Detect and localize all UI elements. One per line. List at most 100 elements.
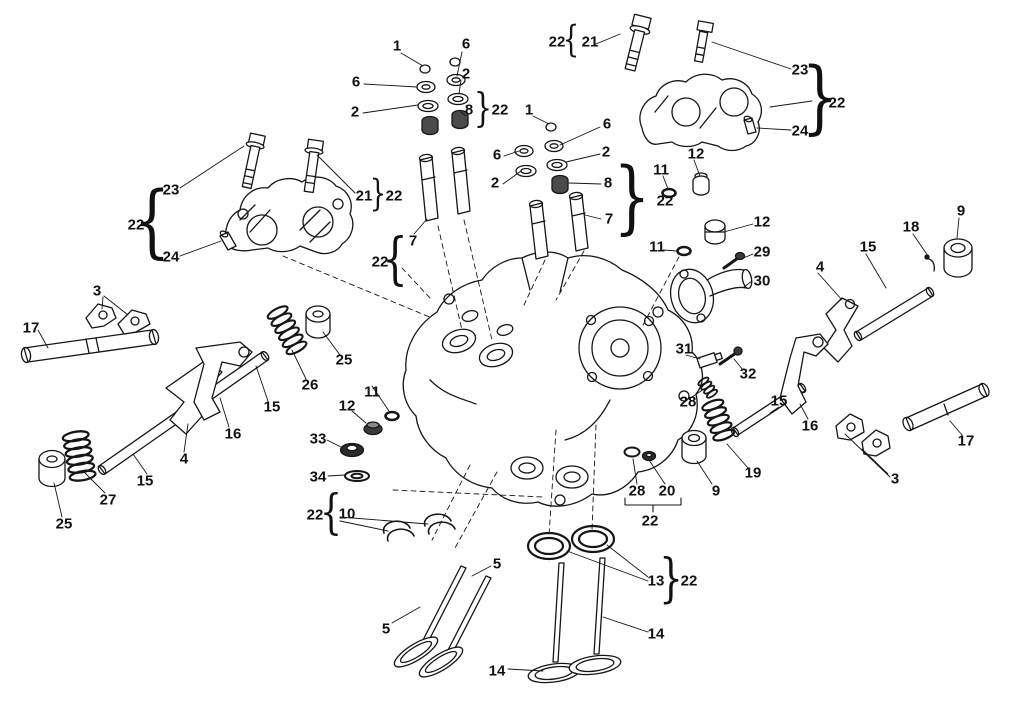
callout-label: 2: [461, 65, 471, 83]
valve-guides-left: [418, 146, 471, 222]
callout-label: 2: [601, 143, 611, 161]
grouping-brace: }: [659, 548, 683, 609]
coolant-flange-30: [669, 268, 753, 324]
screw-32: [718, 346, 743, 366]
cam-cap-bolt-21-left: [303, 138, 325, 194]
grouping-brace: }: [473, 85, 493, 132]
callout-label: 7: [408, 232, 418, 250]
callout-label: 9: [956, 202, 966, 220]
rocker-shaft-17-right: [902, 382, 990, 432]
cam-cap-bolt-21-right: [624, 13, 652, 72]
screw-29: [722, 251, 746, 270]
clip-18: [924, 254, 935, 272]
callout-label: 15: [859, 238, 877, 256]
grouping-brace: {: [562, 19, 580, 61]
callout-label: 16: [224, 425, 242, 443]
callout-label: 14: [647, 625, 665, 643]
callout-label: 4: [179, 450, 189, 468]
callout-label: 11: [364, 383, 380, 401]
callout-label: 22: [127, 216, 145, 234]
callout-label: 25: [335, 351, 353, 369]
cam-cap-bolt-23-left: [241, 132, 266, 190]
spring-19: [701, 398, 736, 442]
callout-label: 13: [647, 572, 665, 590]
spring-27: [61, 430, 97, 482]
closing-rocker-16-right: [779, 333, 829, 415]
plug-12-mid: [704, 219, 726, 245]
cam-cap-bolt-23-right: [693, 20, 715, 63]
callout-label: 14: [488, 662, 506, 680]
intake-valves-5: [393, 565, 492, 678]
callout-label: 3: [890, 470, 900, 488]
grouping-brace: }: [801, 49, 839, 143]
callout-label: 19: [744, 464, 762, 482]
cylinder-head-body: [402, 251, 703, 507]
callout-label: 28: [628, 482, 646, 500]
callout-label: 2: [490, 174, 500, 192]
tappet-9-upper: [943, 238, 973, 278]
callout-label: 29: [753, 243, 771, 261]
callout-label: 22: [548, 33, 566, 51]
callout-label: 27: [99, 491, 117, 509]
callout-label: 2: [350, 103, 360, 121]
callout-label: 12: [687, 145, 705, 163]
cam-cap-right: [624, 13, 763, 152]
callout-label: 15: [770, 392, 788, 410]
callout-label: 17: [957, 432, 975, 450]
sensor-31: [696, 352, 723, 369]
grouping-brace: }: [369, 173, 387, 215]
callout-label: 23: [162, 181, 180, 199]
valve-guides-right: [528, 191, 589, 260]
tappet-9-lower: [681, 429, 707, 465]
leader-lines: [37, 33, 963, 672]
callout-label: 6: [492, 146, 502, 164]
callout-label: 6: [461, 35, 471, 53]
locating-pin-left: [219, 230, 237, 251]
callout-label: 9: [711, 482, 721, 500]
grouping-brace: {: [133, 173, 171, 267]
cam-cap-left: [219, 132, 354, 255]
callout-label: 4: [815, 258, 825, 276]
opening-fork-4-right: [823, 297, 859, 363]
spring-28-upper: [697, 376, 719, 399]
callout-label: 22: [385, 187, 403, 205]
rocker-arms-3-right: [835, 413, 891, 457]
callout-label: 6: [602, 115, 612, 133]
callout-label: 30: [753, 272, 771, 290]
spring-cap-25-upper: [305, 305, 331, 339]
callout-label: 22: [680, 572, 698, 590]
callout-label: 22: [491, 101, 509, 119]
callout-label: 23: [791, 61, 809, 79]
callout-label: 24: [162, 248, 180, 266]
callout-label: 16: [801, 417, 819, 435]
callout-label: 22: [828, 94, 846, 112]
oring-11-mid: [676, 245, 692, 257]
spring-26: [266, 305, 308, 356]
callout-label: 18: [902, 218, 920, 236]
callout-label: 31: [675, 340, 693, 358]
grouping-brace: }: [613, 149, 651, 243]
callout-label: 8: [603, 174, 613, 192]
callout-label: 21: [581, 33, 599, 51]
washer-34: [344, 470, 370, 482]
callout-label: 22: [641, 512, 659, 530]
construction-lines: [282, 219, 681, 549]
callout-label: 11: [649, 238, 665, 256]
callout-label: 33: [309, 430, 327, 448]
oring-11-left: [384, 410, 400, 422]
rocker-shaft-17-left: [20, 328, 160, 364]
grouping-brace: {: [382, 226, 408, 292]
callout-label: 20: [658, 482, 676, 500]
callout-label: 11: [653, 161, 669, 179]
bracket-28-20: [624, 497, 682, 513]
callout-label: 10: [338, 505, 356, 523]
oring-11-top: [661, 187, 677, 199]
plug-12-left: [363, 421, 383, 436]
callout-label: 21: [355, 187, 373, 205]
callout-label: 34: [309, 468, 327, 486]
callout-label: 12: [338, 397, 356, 415]
exhaust-valves-14: [527, 557, 622, 684]
callout-label: 15: [263, 398, 281, 416]
